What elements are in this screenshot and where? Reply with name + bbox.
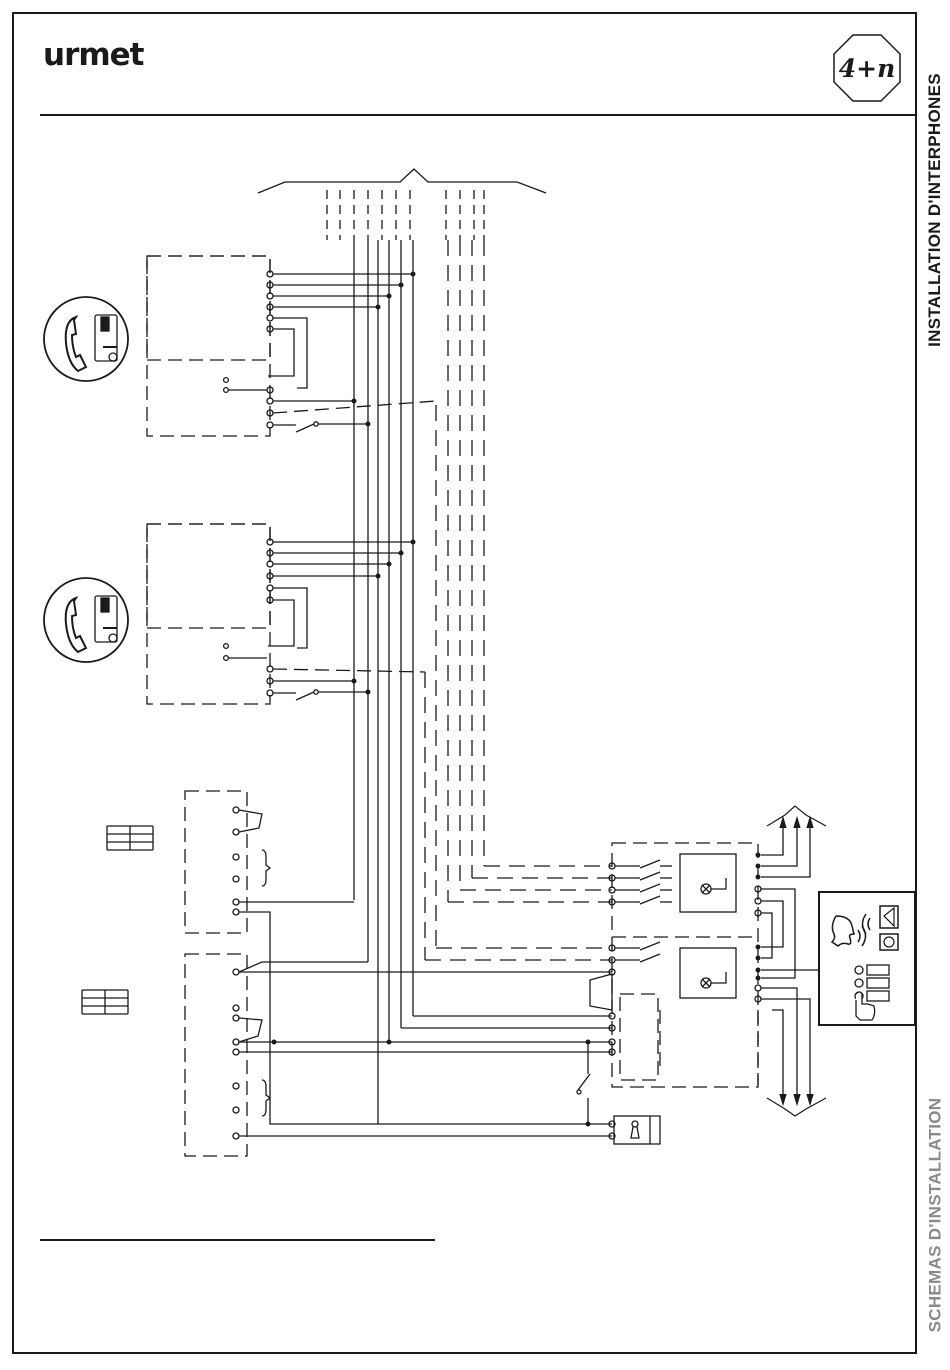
power-supply-icon [107, 826, 153, 850]
relay-contacts [615, 860, 672, 962]
speaker-icon [832, 906, 898, 950]
footer-rule [40, 1239, 435, 1241]
power-supply-unit-1 [185, 791, 612, 1124]
handset-icon [44, 297, 128, 381]
power-supply-icon [82, 990, 128, 1014]
riser-brace-top [258, 169, 546, 193]
riser-dash-stubs [327, 190, 484, 240]
output-bus [761, 806, 826, 1116]
doorbell-buttons-icon [855, 965, 889, 1020]
terminal-screws [233, 969, 239, 1139]
handset-icon [44, 578, 128, 662]
relay-module [590, 843, 761, 1139]
interphone-unit-2 [147, 524, 425, 704]
right-terminal-screws [755, 886, 761, 1002]
interphone-unit-1 [147, 256, 436, 436]
riser-to-relay-feeds [401, 1016, 612, 1124]
power-supply-unit-2 [185, 954, 612, 1156]
terminal-screws [233, 807, 239, 915]
riser-dashed-feeds [425, 866, 612, 960]
riser-dashed-lines [425, 240, 484, 960]
door-panel [819, 892, 915, 1025]
riser-solid-lines [354, 240, 413, 1124]
electric-lock-icon [614, 1116, 660, 1144]
